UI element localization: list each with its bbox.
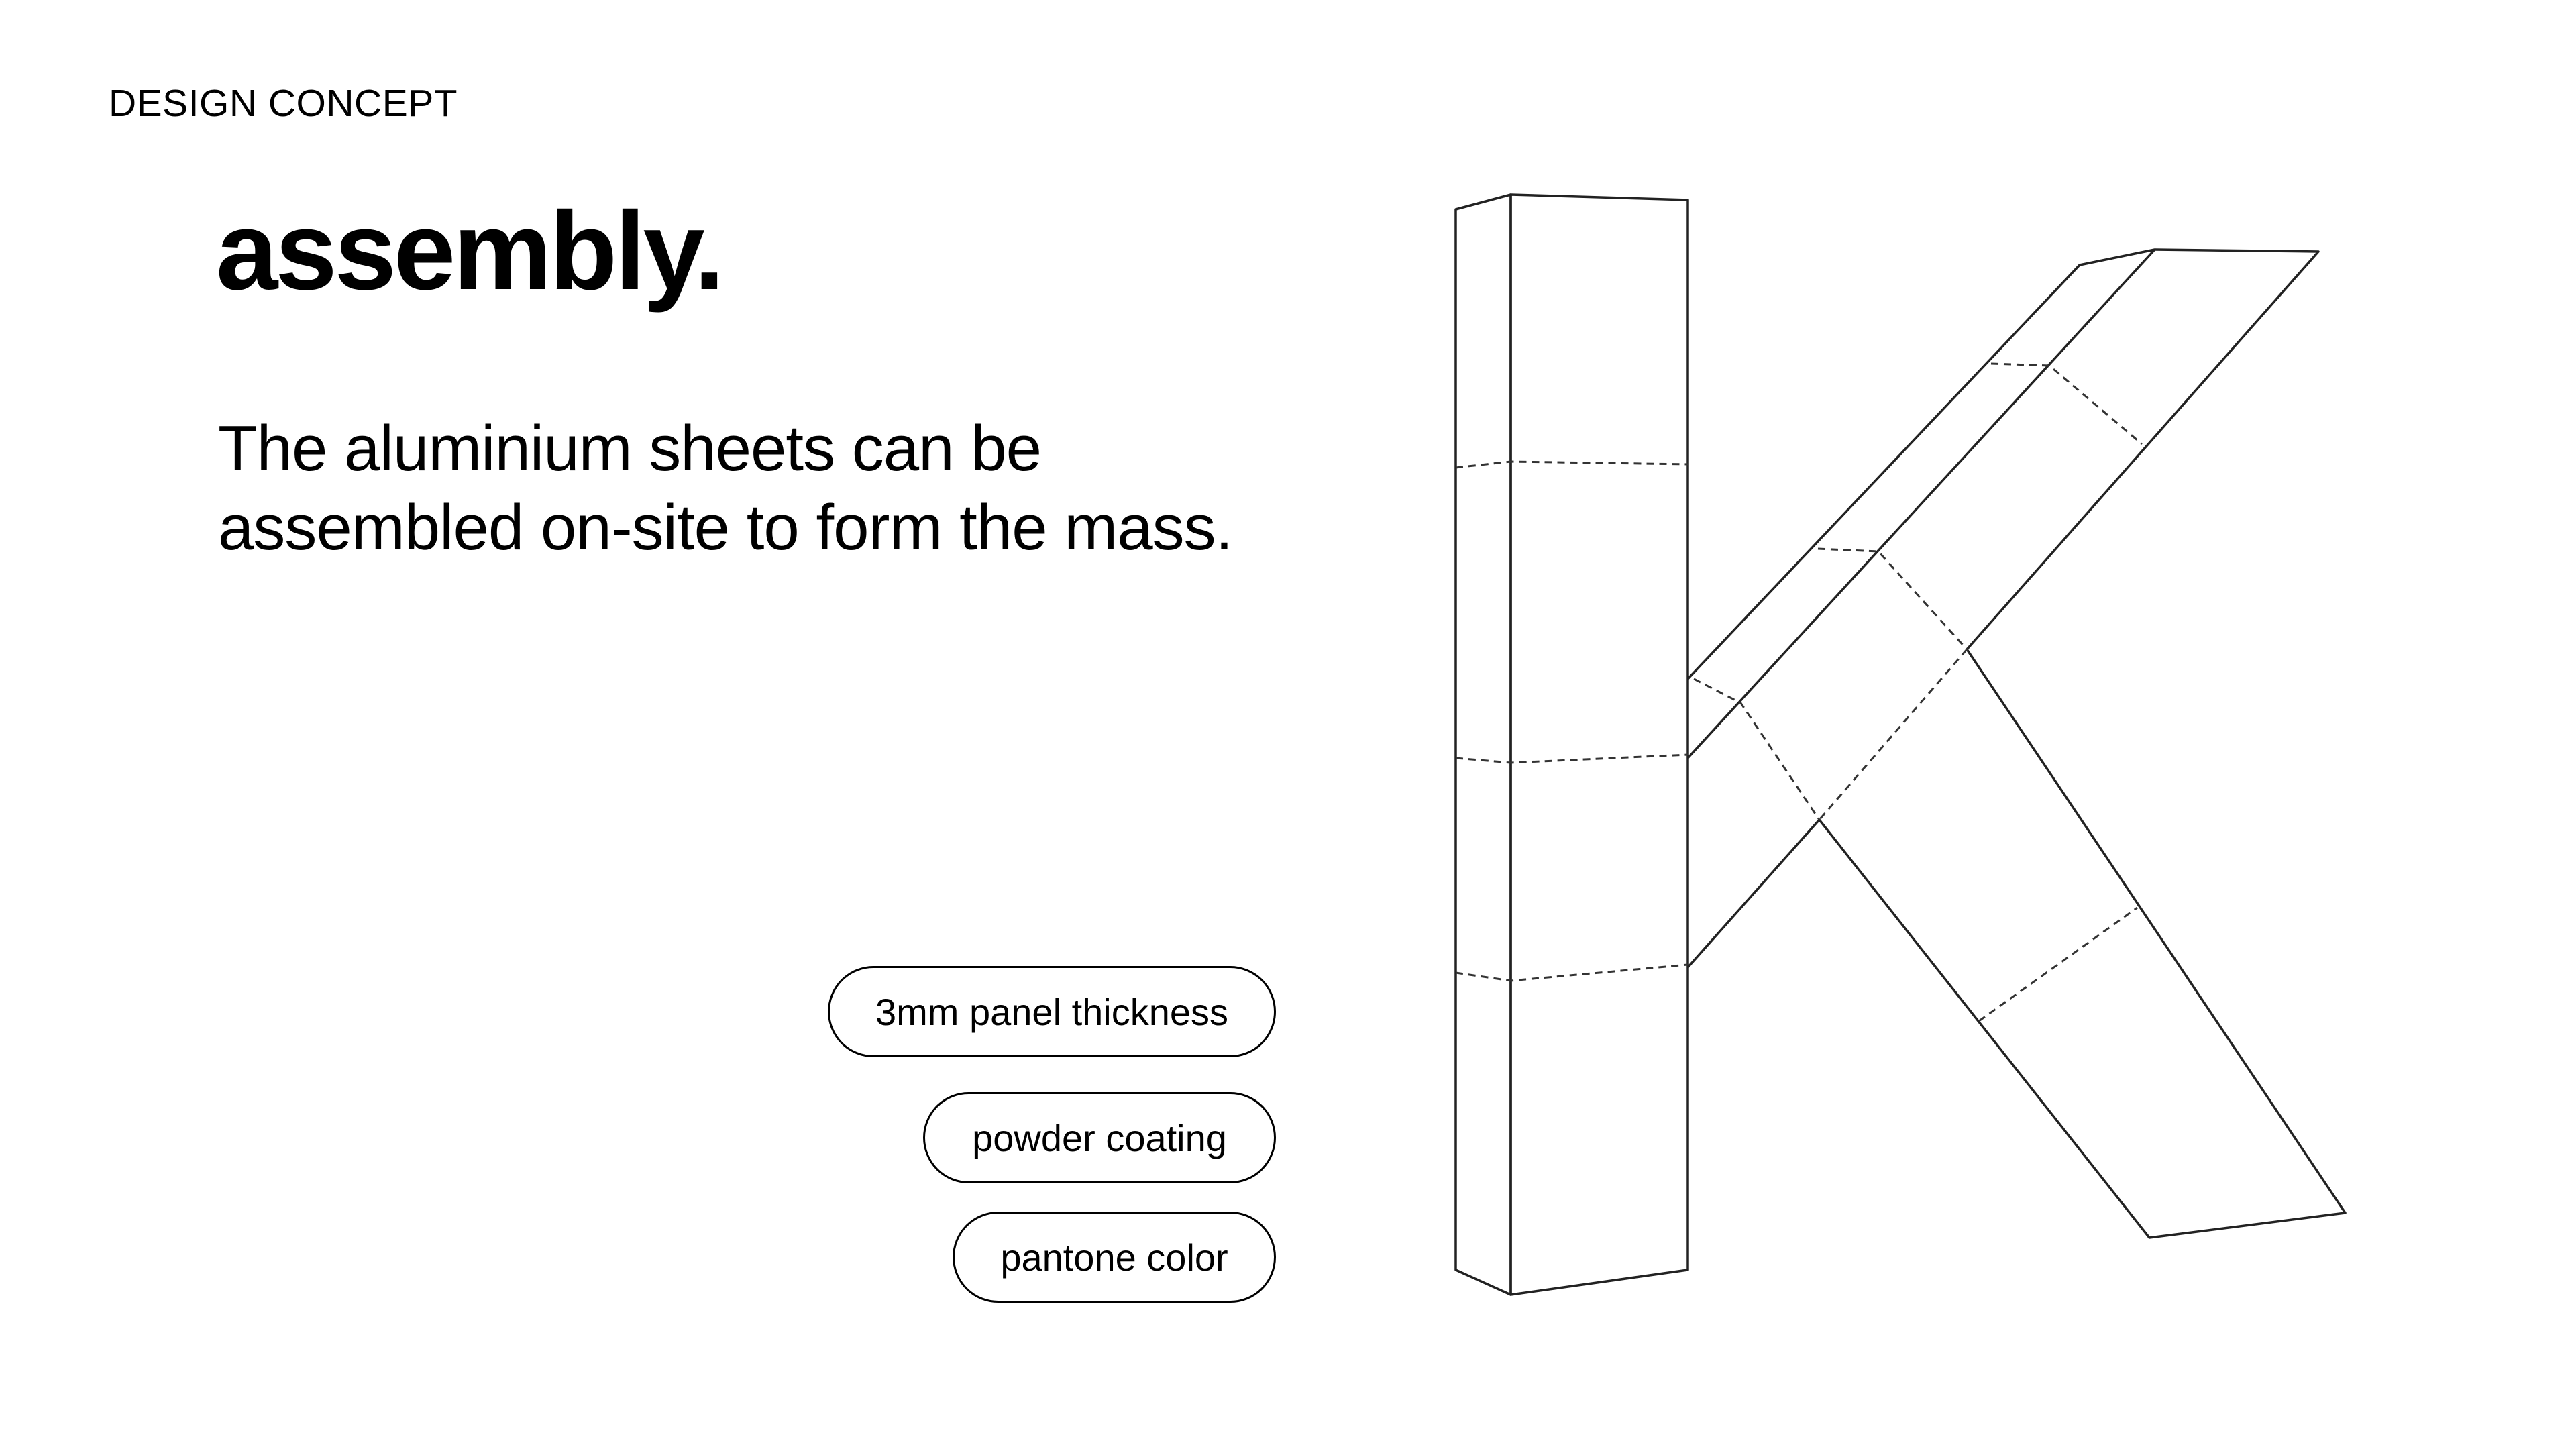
upper-arm-panel-seam — [1817, 547, 1968, 651]
tag-panel-thickness: 3mm panel thickness — [828, 966, 1276, 1057]
lower-leg-outer-edge — [1686, 649, 2347, 1239]
stem-panel-seam — [1455, 753, 1688, 764]
description-line: The aluminium sheets can be — [218, 413, 1042, 484]
page-title: assembly. — [216, 189, 725, 313]
junction-seam — [1693, 678, 1821, 820]
k-lower-leg — [1686, 649, 2347, 1239]
k-upper-arm — [1686, 248, 2320, 759]
k-stem — [1454, 193, 1689, 1296]
description-text: The aluminium sheets can be assembled on… — [218, 409, 1358, 568]
tag-powder-coating: powder coating — [923, 1092, 1276, 1183]
section-label: DESIGN CONCEPT — [109, 82, 458, 125]
lower-leg-inner-seam — [1818, 649, 1968, 820]
stem-panel-seam — [1455, 963, 1688, 982]
stem-panel-seam — [1455, 460, 1688, 469]
upper-arm-panel-seam — [1990, 362, 2143, 445]
stem-side-face — [1454, 193, 1512, 1296]
upper-arm-top-face — [1686, 248, 2156, 759]
lower-leg-panel-seam — [1978, 906, 2138, 1022]
upper-arm-front-face — [1966, 248, 2320, 651]
tag-pantone-color: pantone color — [953, 1212, 1276, 1303]
stem-front-face — [1509, 193, 1689, 1296]
description-line: assembled on-site to form the mass. — [218, 492, 1233, 564]
